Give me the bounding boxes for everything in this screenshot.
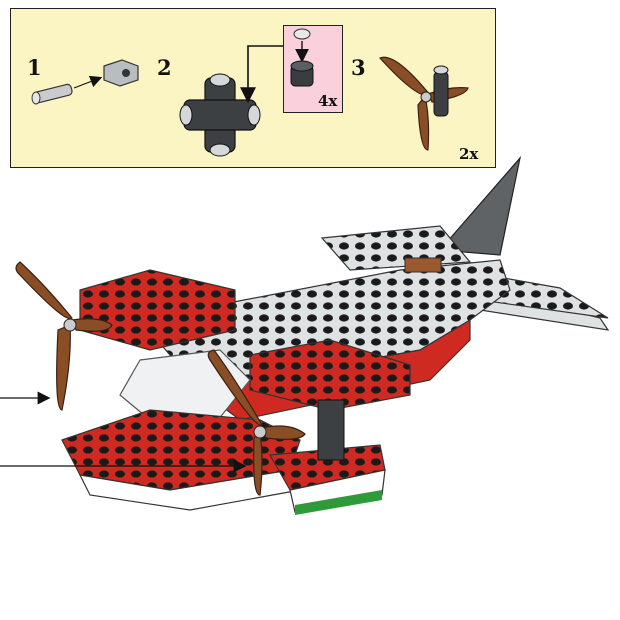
round-tile-icon	[291, 29, 313, 86]
pointer-arrow-icon	[248, 46, 283, 100]
seaplane-model-icon	[16, 158, 608, 515]
pointer-arrow-icon	[74, 78, 100, 88]
propeller-icon	[380, 57, 468, 150]
technic-brick-icon	[104, 60, 138, 86]
axle-connector-icon	[32, 84, 73, 104]
